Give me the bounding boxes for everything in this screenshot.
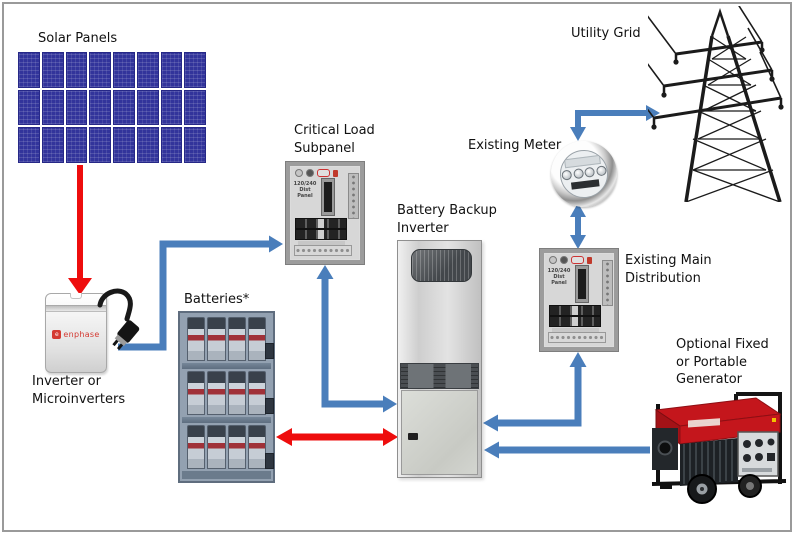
solar-panel-cell — [113, 127, 135, 163]
ground-bar — [602, 260, 613, 306]
inverter-mid-vent — [400, 363, 479, 389]
battery-module — [207, 317, 226, 361]
inverter-top-vent — [411, 249, 472, 282]
battery-backup-inverter-image — [397, 240, 482, 478]
label-solar-panels: Solar Panels — [38, 31, 118, 46]
inverter-latch-icon — [408, 433, 418, 440]
microinverter-image: e enphase — [45, 293, 107, 373]
diagram-border — [2, 2, 792, 532]
panel-face: 120/240 Dist Panel — [291, 167, 359, 259]
panel-rating-text: 120/240 Dist Panel — [293, 181, 317, 199]
breaker-row — [295, 228, 347, 240]
label-generator: Optional Fixed or Portable Generator — [676, 337, 769, 387]
label-battery-backup-inverter: Battery Backup Inverter — [397, 203, 497, 236]
main-distribution-panel-image: 120/240 Dist Panel — [540, 249, 618, 351]
rack-rail — [182, 363, 271, 369]
rack-connector — [265, 398, 274, 414]
enphase-brand-text: enphase — [63, 330, 100, 339]
panel-indicators — [549, 256, 592, 264]
terminal-strip — [548, 332, 606, 343]
utility-tower-image — [648, 6, 784, 202]
breaker-row — [549, 305, 601, 316]
battery-module — [227, 425, 246, 469]
rack-rail — [182, 417, 271, 423]
main-breaker — [575, 265, 589, 303]
solar-panel-cell — [113, 52, 135, 88]
critical-load-subpanel-image: 120/240 Dist Panel — [286, 162, 364, 264]
solar-panel-cell — [113, 89, 135, 126]
battery-module — [187, 425, 206, 469]
solar-panel-cell — [65, 89, 88, 126]
rack-connector — [265, 343, 274, 359]
enphase-logo-icon: e — [52, 330, 62, 339]
solar-panel-cell — [136, 52, 159, 88]
battery-module — [187, 317, 206, 361]
battery-module — [247, 371, 266, 415]
battery-module — [247, 317, 266, 361]
meter-display — [570, 179, 600, 190]
solar-panel-cell — [160, 127, 183, 163]
solar-panel-cell — [65, 52, 88, 88]
solar-panel-cell — [160, 89, 183, 126]
label-critical-load-subpanel: Critical Load Subpanel — [294, 123, 375, 156]
solar-panel-cell — [65, 127, 88, 163]
battery-module — [247, 425, 266, 469]
inverter-notch — [70, 293, 82, 299]
solar-panel-cell — [136, 89, 159, 126]
label-existing-main-distribution: Existing Main Distribution — [625, 253, 712, 286]
battery-module — [207, 425, 226, 469]
battery-rack-image — [178, 311, 275, 483]
inverter-band — [46, 305, 106, 312]
solar-panel-cell — [18, 52, 40, 88]
rack-base — [182, 471, 271, 479]
solar-panel-cell — [89, 127, 111, 163]
battery-module — [227, 317, 246, 361]
battery-module — [227, 371, 246, 415]
generator-image — [651, 392, 787, 504]
main-breaker — [321, 178, 335, 216]
panel-slot — [298, 241, 345, 245]
panel-rating-text: 120/240 Dist Panel — [547, 268, 571, 286]
solar-panel-cell — [184, 52, 206, 88]
enphase-logo: e enphase — [46, 330, 106, 339]
electric-meter-image — [547, 137, 621, 211]
solar-panel-cell — [136, 127, 159, 163]
solar-array — [18, 52, 206, 163]
panel-indicators — [295, 169, 338, 177]
inverter-door — [401, 390, 478, 475]
battery-module — [207, 371, 226, 415]
solar-panel-cell — [184, 89, 206, 126]
battery-shelf — [186, 370, 267, 416]
solar-panel-cell — [89, 52, 111, 88]
breaker-row — [549, 315, 601, 327]
battery-shelf — [186, 424, 267, 470]
breaker-row — [295, 218, 347, 229]
battery-module — [187, 371, 206, 415]
solar-panel-cell — [160, 52, 183, 88]
ground-bar — [348, 173, 359, 219]
solar-panel-cell — [18, 89, 40, 126]
label-batteries: Batteries* — [184, 292, 250, 307]
label-inverter: Inverter or Microinverters — [32, 374, 126, 407]
power-cord-icon — [97, 288, 140, 351]
terminal-strip — [294, 245, 352, 256]
panel-slot — [552, 328, 599, 332]
panel-face: 120/240 Dist Panel — [545, 254, 613, 346]
rack-connector — [265, 453, 274, 469]
solar-panel-cell — [41, 52, 64, 88]
solar-panel-cell — [89, 89, 111, 126]
battery-shelf — [186, 316, 267, 362]
solar-panel-cell — [18, 127, 40, 163]
solar-panel-cell — [41, 89, 64, 126]
label-existing-meter: Existing Meter — [468, 138, 562, 153]
label-utility-grid: Utility Grid — [571, 26, 641, 41]
solar-panel-cell — [41, 127, 64, 163]
solar-panel-cell — [184, 127, 206, 163]
